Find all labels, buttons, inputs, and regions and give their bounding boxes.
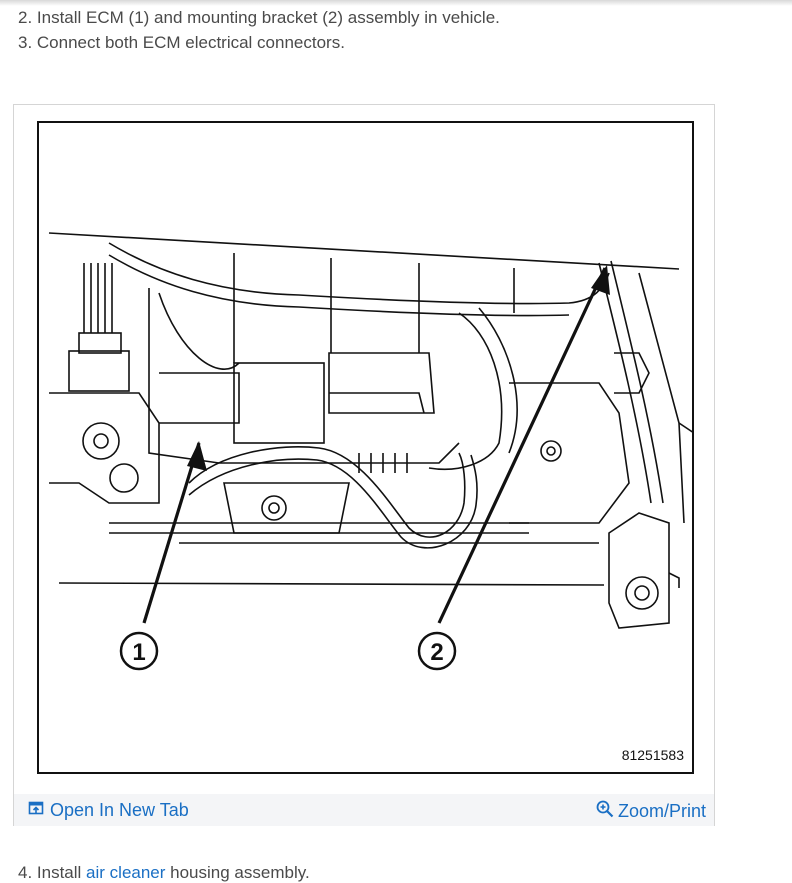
figure-id: 81251583 — [622, 747, 685, 763]
ecm-illustration[interactable]: 1 2 81251583 — [37, 121, 694, 774]
air-cleaner-link[interactable]: air cleaner — [86, 863, 166, 882]
step-2-text: 2. Install ECM (1) and mounting bracket … — [18, 8, 500, 27]
magnifier-plus-icon — [596, 800, 614, 823]
step-4-prefix: 4. Install — [18, 863, 87, 882]
ecm-line-drawing: 1 2 81251583 — [48, 232, 692, 763]
step-4-text: 4. Install air cleaner housing assembly. — [18, 863, 310, 883]
open-new-tab-label: Open In New Tab — [50, 800, 189, 820]
step-3-text: 3. Connect both ECM electrical connector… — [18, 33, 345, 52]
zoom-print-link[interactable]: Zoom/Print — [596, 800, 706, 823]
figure-footer: Open In New Tab Zoom/Print — [14, 794, 714, 826]
figure-card: 1 2 81251583 Open In New Tab — [13, 104, 715, 826]
open-new-tab-link[interactable]: Open In New Tab — [28, 800, 189, 821]
open-new-tab-icon — [28, 800, 44, 821]
step-4-suffix: housing assembly. — [165, 863, 310, 882]
zoom-print-label: Zoom/Print — [617, 801, 706, 821]
top-shadow — [0, 0, 792, 6]
callout-2: 2 — [430, 639, 443, 666]
callout-1: 1 — [132, 639, 145, 666]
